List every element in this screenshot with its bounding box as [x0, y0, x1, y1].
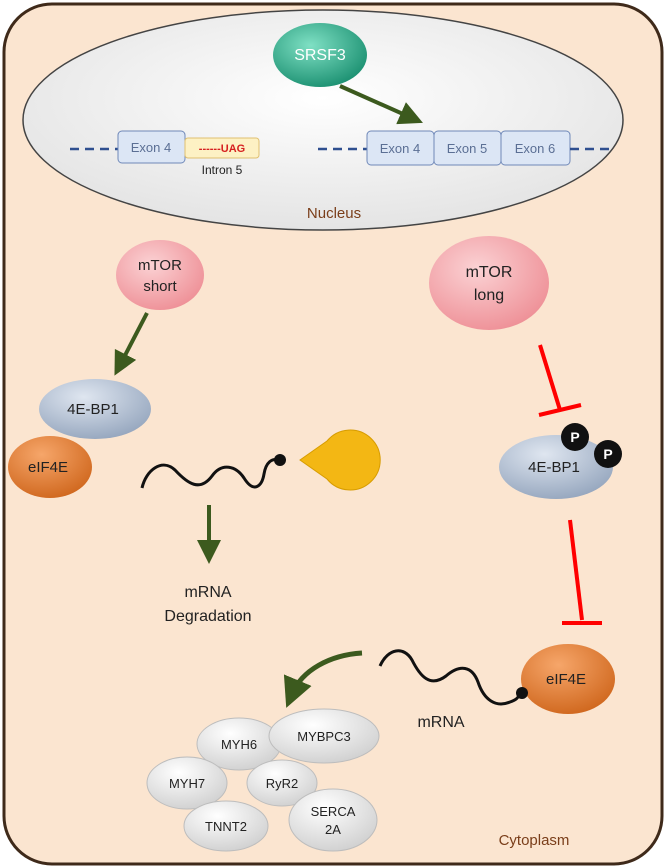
- spliced-exon4-label: Exon 4: [380, 141, 420, 156]
- degraded-mrna-strand: [140, 458, 280, 489]
- mtor-short-label-1: mTOR: [138, 257, 182, 274]
- translated-mrna-label: mRNA: [417, 714, 464, 731]
- gene-serca2a-label-2: 2A: [325, 822, 341, 837]
- mtor-long-label-1: mTOR: [466, 264, 513, 281]
- left-4e-bp1-node: [39, 379, 151, 439]
- gene-mybpc3-label: MYBPC3: [297, 729, 350, 744]
- mtor-short-label-2: short: [143, 278, 177, 295]
- unspliced-exon4-label: Exon 4: [131, 140, 171, 155]
- mtor-long-inhibition-line: [538, 344, 562, 411]
- right-eif4e-node: [521, 644, 615, 714]
- intron5-box: [184, 137, 260, 159]
- gene-ryr2-label: RyR2: [266, 776, 299, 791]
- srsf3-splicing-arrow: [339, 84, 423, 125]
- gene-serca2a: [288, 788, 378, 852]
- gene-tnnt2: [183, 800, 269, 852]
- mtor-short-node: [116, 240, 204, 310]
- gene-ryr2: [246, 759, 318, 807]
- intron5-label: Intron 5: [202, 163, 243, 177]
- gene-serca2a-label-1: SERCA: [311, 804, 356, 819]
- right-4e-bp1-node: [499, 435, 613, 499]
- nucleus-label: Nucleus: [307, 205, 361, 222]
- gene-myh7: [146, 756, 228, 810]
- spliced-exon5-label: Exon 5: [447, 141, 487, 156]
- mtor-long-inhibition-bar: [538, 403, 582, 417]
- degradation-label-1: mRNA: [184, 584, 231, 601]
- translation-arrow: [283, 650, 363, 708]
- phospho-badge-1: [561, 423, 589, 451]
- nucleus: [22, 9, 624, 231]
- mtor-long-label-2: long: [474, 287, 504, 304]
- phospho-badge-2: [594, 440, 622, 468]
- mrna-cap-dot: [274, 454, 286, 466]
- gene-myh7-label: MYH7: [169, 776, 205, 791]
- cytoplasm-label: Cytoplasm: [499, 832, 570, 849]
- mtor-long-node: [429, 236, 549, 330]
- gene-tnnt2-label: TNNT2: [205, 819, 247, 834]
- left-eif4e-label: eIF4E: [28, 459, 68, 476]
- srsf3-node: [273, 23, 367, 87]
- phospho-badge-1-label: P: [570, 429, 579, 445]
- bp1-inhibition-line: [568, 519, 584, 621]
- intron5-uag-label: ------UAG: [199, 143, 245, 155]
- right-eif4e-label: eIF4E: [546, 671, 586, 688]
- degradation-label-2: Degradation: [164, 608, 251, 625]
- translated-mrna-strand: [378, 649, 522, 706]
- translated-mrna-cap-dot: [516, 687, 528, 699]
- left-eif4e-node: [8, 436, 92, 498]
- spliced-exon6-label: Exon 6: [515, 141, 555, 156]
- phospho-badge-2-label: P: [603, 446, 612, 462]
- exonuclease-pacman-icon: [299, 429, 381, 491]
- left-4e-bp1-label: 4E-BP1: [67, 401, 119, 418]
- mtor-short-activation-arrow: [114, 312, 149, 376]
- gene-mybpc3: [268, 708, 380, 764]
- right-4e-bp1-label: 4E-BP1: [528, 459, 580, 476]
- srsf3-label: SRSF3: [294, 47, 346, 64]
- gene-myh6-label: MYH6: [221, 737, 257, 752]
